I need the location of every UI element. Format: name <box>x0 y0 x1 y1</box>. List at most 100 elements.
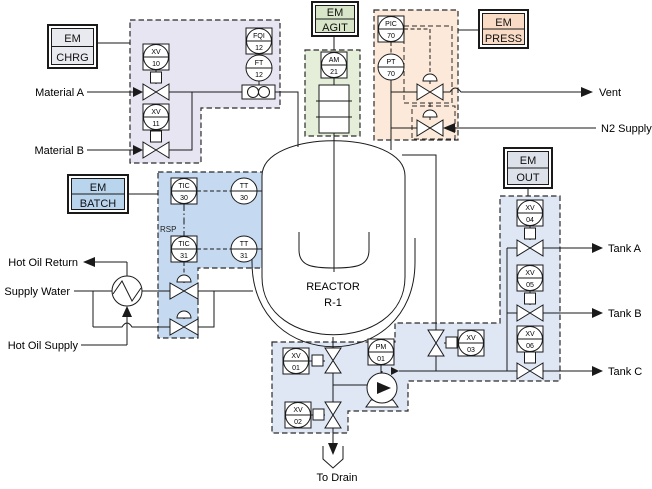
instrument-tt30: TT 30 <box>230 177 258 205</box>
em-block-agit: EM AGIT <box>311 1 359 37</box>
em-block-batch: EM BATCH <box>67 174 129 214</box>
instrument-tt31: TT 31 <box>230 235 258 263</box>
label-vent: Vent <box>599 87 621 99</box>
svg-text:PT: PT <box>387 59 397 66</box>
svg-text:30: 30 <box>240 195 248 202</box>
instrument-xv02: XV 02 <box>284 401 312 429</box>
svg-text:06: 06 <box>526 343 534 350</box>
svg-text:XV: XV <box>151 109 161 116</box>
svg-text:12: 12 <box>255 72 263 79</box>
svg-text:PM: PM <box>376 344 387 351</box>
n2-control-valve <box>416 109 444 137</box>
svg-text:CHRG: CHRG <box>56 52 88 64</box>
svg-text:11: 11 <box>152 121 159 128</box>
svg-text:EM: EM <box>64 33 81 45</box>
instrument-fqi12: FQI 12 <box>245 27 273 85</box>
valve-xv10 <box>142 70 170 101</box>
label-tank-b: Tank B <box>608 308 642 320</box>
instrument-pic70: PIC 70 <box>377 15 405 43</box>
n2-control-subbox <box>411 105 456 140</box>
valve-xv11 <box>142 130 170 159</box>
svg-text:AGIT: AGIT <box>322 22 348 34</box>
instrument-xv04: XV 04 <box>516 199 544 227</box>
label-hot-oil-supply: Hot Oil Supply <box>8 340 79 352</box>
svg-text:FQI: FQI <box>253 33 265 40</box>
svg-text:31: 31 <box>180 253 188 260</box>
svg-text:XV: XV <box>466 335 476 342</box>
svg-text:XV: XV <box>525 331 535 338</box>
instrument-xv05: XV 05 <box>516 264 544 292</box>
svg-text:EM: EM <box>520 155 537 167</box>
valve-xv03 <box>427 329 458 357</box>
label-rsp: RSP <box>160 225 176 234</box>
svg-text:21: 21 <box>330 69 338 76</box>
svg-text:12: 12 <box>255 45 263 52</box>
svg-text:70: 70 <box>387 71 395 78</box>
instrument-tic31: TIC 31 <box>170 235 198 263</box>
em-block-press: EM PRESS <box>478 9 529 49</box>
label-reactor-tag: R-1 <box>324 297 342 309</box>
svg-text:XV: XV <box>291 353 301 360</box>
instrument-xv06: XV 06 <box>516 325 544 353</box>
agitator-shaft-impeller <box>298 133 370 272</box>
label-tank-a: Tank A <box>608 243 642 255</box>
instrument-ft12: FT 12 <box>245 54 273 82</box>
instrument-xv03: XV 03 <box>457 329 485 357</box>
heat-exchanger-icon <box>111 275 143 307</box>
svg-text:EM: EM <box>327 7 344 19</box>
drain-funnel-icon <box>322 446 344 469</box>
svg-text:05: 05 <box>526 282 534 289</box>
svg-text:XV: XV <box>525 270 535 277</box>
svg-text:02: 02 <box>294 419 302 426</box>
svg-text:10: 10 <box>152 61 160 68</box>
em-block-out: EM OUT <box>503 147 553 189</box>
label-reactor-name: REACTOR <box>306 281 360 293</box>
svg-text:31: 31 <box>240 253 248 260</box>
signal-lines <box>183 28 431 274</box>
svg-text:PIC: PIC <box>385 21 397 28</box>
svg-text:TT: TT <box>240 241 249 248</box>
instrument-pt70: PT 70 <box>377 53 405 81</box>
label-tank-c: Tank C <box>608 366 642 378</box>
vent-control-valve <box>416 73 444 101</box>
label-material-a: Material A <box>35 87 85 99</box>
svg-text:AM: AM <box>329 57 340 64</box>
label-n2-supply: N2 Supply <box>601 123 652 135</box>
svg-text:XV: XV <box>151 49 161 56</box>
label-to-drain: To Drain <box>317 472 358 484</box>
label-hot-oil-return: Hot Oil Return <box>8 257 78 269</box>
svg-text:TT: TT <box>240 183 249 190</box>
outlet-module-region <box>271 195 561 434</box>
valve-xv02 <box>311 401 342 429</box>
agitator-motor-icon <box>316 78 352 134</box>
svg-text:EM: EM <box>495 17 512 29</box>
svg-text:XV: XV <box>525 205 535 212</box>
jacket-supply-valve-upper <box>169 274 199 300</box>
valve-xv01 <box>309 347 342 374</box>
instrument-xv11: XV 11 <box>142 103 170 131</box>
instrument-xv10: XV 10 <box>142 43 170 71</box>
instrument-am21: AM 21 <box>320 51 348 79</box>
jacket-supply-valve-lower <box>169 310 199 336</box>
instrument-xv01: XV 01 <box>282 347 310 375</box>
svg-text:FT: FT <box>255 60 264 67</box>
svg-text:OUT: OUT <box>516 172 540 184</box>
valve-xv04 <box>516 226 544 257</box>
instrument-tic30: TIC 30 <box>170 177 198 205</box>
svg-text:TIC: TIC <box>178 241 189 248</box>
valve-xv05 <box>516 291 544 322</box>
flow-element-icon <box>241 84 276 100</box>
label-material-b: Material B <box>34 145 84 157</box>
svg-text:01: 01 <box>292 365 300 372</box>
svg-text:EM: EM <box>90 182 107 194</box>
instrument-pm01: PM 01 <box>367 338 395 373</box>
svg-text:04: 04 <box>526 217 534 224</box>
svg-text:03: 03 <box>467 347 475 354</box>
svg-text:BATCH: BATCH <box>80 198 117 210</box>
svg-text:01: 01 <box>377 356 385 363</box>
valve-xv06 <box>516 351 544 380</box>
svg-text:XV: XV <box>293 407 303 414</box>
svg-text:30: 30 <box>180 195 188 202</box>
svg-text:70: 70 <box>387 33 395 40</box>
